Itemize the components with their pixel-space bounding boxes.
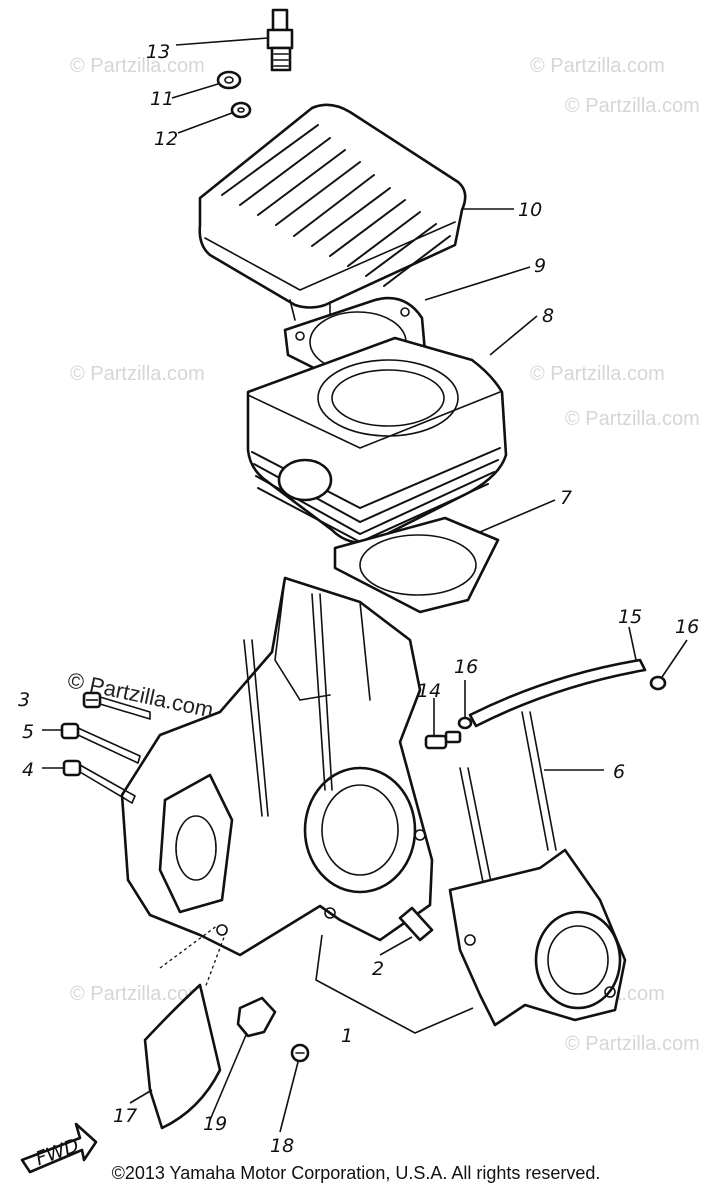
screw-18 xyxy=(290,1043,310,1063)
cylinder xyxy=(246,336,508,544)
callout-4: 4 xyxy=(22,759,34,781)
callout-16: 16 xyxy=(675,616,699,638)
crankcase-left xyxy=(120,576,434,957)
nut-12 xyxy=(230,101,252,119)
callout-8: 8 xyxy=(542,305,554,327)
callout-11: 11 xyxy=(150,88,174,110)
bracket-19 xyxy=(236,996,277,1038)
copyright-notice: ©2013 Yamaha Motor Corporation, U.S.A. A… xyxy=(111,1163,601,1183)
callout-9: 9 xyxy=(534,255,546,277)
callout-6: 6 xyxy=(613,761,625,783)
callout-19: 19 xyxy=(203,1113,227,1135)
callout-16: 16 xyxy=(454,656,478,678)
base-gasket xyxy=(333,516,500,614)
watermark-main-text: © Partzilla.com xyxy=(66,667,216,722)
watermark: © Partzilla.com xyxy=(530,55,665,77)
crankcase-right xyxy=(448,711,627,1027)
watermark: © Partzilla.com xyxy=(70,363,205,385)
bolt-5 xyxy=(60,722,141,764)
callout-5: 5 xyxy=(22,721,34,743)
callout-2: 2 xyxy=(372,958,384,980)
leader-lines xyxy=(42,37,688,1133)
callout-14: 14 xyxy=(417,680,441,702)
callout-17: 17 xyxy=(113,1105,137,1127)
watermark-main: © Partzilla.com xyxy=(66,667,216,722)
dowel-pin xyxy=(398,906,434,942)
clip-16-upper xyxy=(649,675,667,691)
watermark: © Partzilla.com xyxy=(70,983,205,1005)
watermark: © Partzilla.com xyxy=(70,55,205,77)
bolt-4 xyxy=(62,759,136,804)
callout-1: 1 xyxy=(341,1025,353,1047)
callout-numbers: 13 11 12 10 9 8 7 6 3 5 4 14 16 15 16 2 … xyxy=(18,41,699,1157)
callout-10: 10 xyxy=(518,199,542,221)
hose-15 xyxy=(468,658,647,728)
washer-11 xyxy=(216,70,242,90)
callout-13: 13 xyxy=(146,41,170,63)
watermark: © Partzilla.com xyxy=(530,363,665,385)
spark-plug xyxy=(266,8,294,72)
clip-16-lower xyxy=(457,716,473,730)
watermark: © Partzilla.com xyxy=(565,1033,700,1055)
callout-15: 15 xyxy=(618,606,642,628)
watermark: © Partzilla.com xyxy=(565,408,700,430)
watermark: © Partzilla.com xyxy=(565,95,700,117)
callout-7: 7 xyxy=(560,487,572,509)
cover-17 xyxy=(143,924,227,1130)
fitting-14 xyxy=(424,730,462,750)
callout-3: 3 xyxy=(18,689,30,711)
cylinder-head xyxy=(198,103,467,321)
callout-18: 18 xyxy=(270,1135,294,1157)
callout-12: 12 xyxy=(154,128,178,150)
